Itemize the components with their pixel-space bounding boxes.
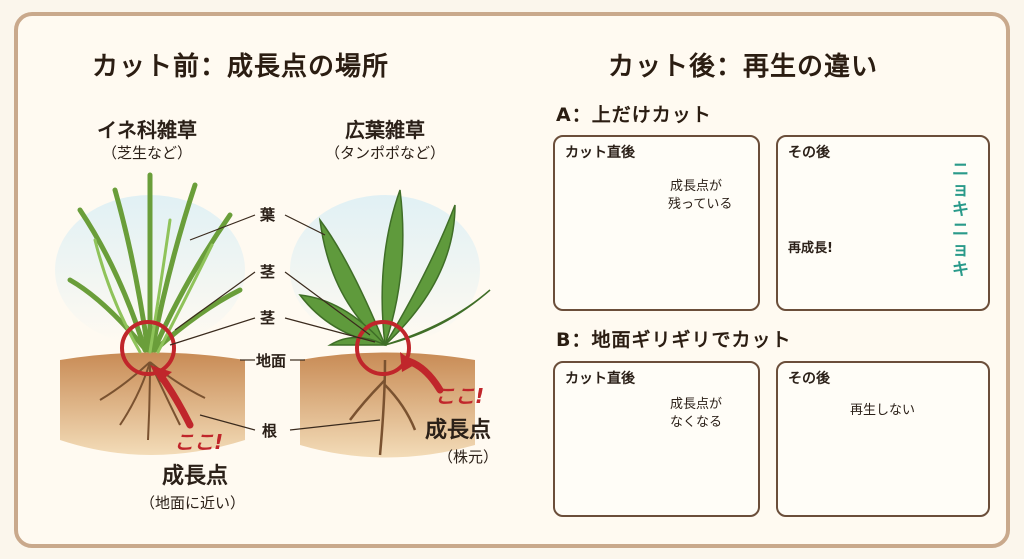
label-ground: 地面 (256, 352, 287, 370)
section-b-title: B：地面ギリギリでカット (550, 325, 798, 352)
broadleaf-subtitle: （タンポポなど） (324, 144, 445, 162)
a-box2-title: その後 (788, 145, 830, 161)
label-root: 根 (262, 422, 278, 440)
label-leaf: 葉 (260, 206, 276, 224)
b-box1-title: カット直後 (565, 371, 635, 387)
a-box-later: その後 (776, 135, 990, 311)
b-box2-title: その後 (788, 371, 830, 387)
grass-title: イネ科雑草 (97, 118, 197, 142)
label-stem-2: 茎 (260, 309, 276, 327)
grass-here: ここ! (174, 430, 224, 454)
broadleaf-plant (290, 189, 491, 458)
grass-plant (55, 172, 245, 455)
a-box2-note: 再成長! (788, 241, 833, 256)
a-box-after-cut: カット直後 (553, 135, 760, 311)
grass-subtitle: （芝生など） (101, 144, 192, 162)
a-box1-note-2: 残っている (668, 197, 733, 212)
a-box2-sfx: ニョキニョキ (952, 160, 969, 280)
left-heading: カット前：成長点の場所 (86, 46, 396, 83)
grass-growth-note: （地面に近い） (140, 494, 246, 512)
grass-growth-point: 成長点 (162, 464, 229, 489)
b-box1-note-1: 成長点が (670, 397, 723, 412)
a-box1-note-1: 成長点が (670, 179, 723, 194)
b-box2-note: 再生しない (850, 403, 916, 418)
a-box1-title: カット直後 (565, 145, 635, 161)
section-a-title: A：上だけカット (550, 100, 718, 127)
b-box1-note-2: なくなる (670, 415, 723, 430)
b-box-after-cut: カット直後 (553, 361, 760, 517)
leader-lines (169, 214, 381, 431)
broadleaf-growth-point: 成長点 (425, 418, 492, 443)
broadleaf-growth-note: （株元） (438, 448, 499, 466)
right-heading: カット後：再生の違い (602, 46, 885, 83)
label-stem-1: 茎 (260, 263, 276, 281)
broadleaf-title: 広葉雑草 (345, 118, 425, 142)
broadleaf-here: ここ! (435, 384, 485, 408)
b-box-later: その後 (776, 361, 990, 517)
